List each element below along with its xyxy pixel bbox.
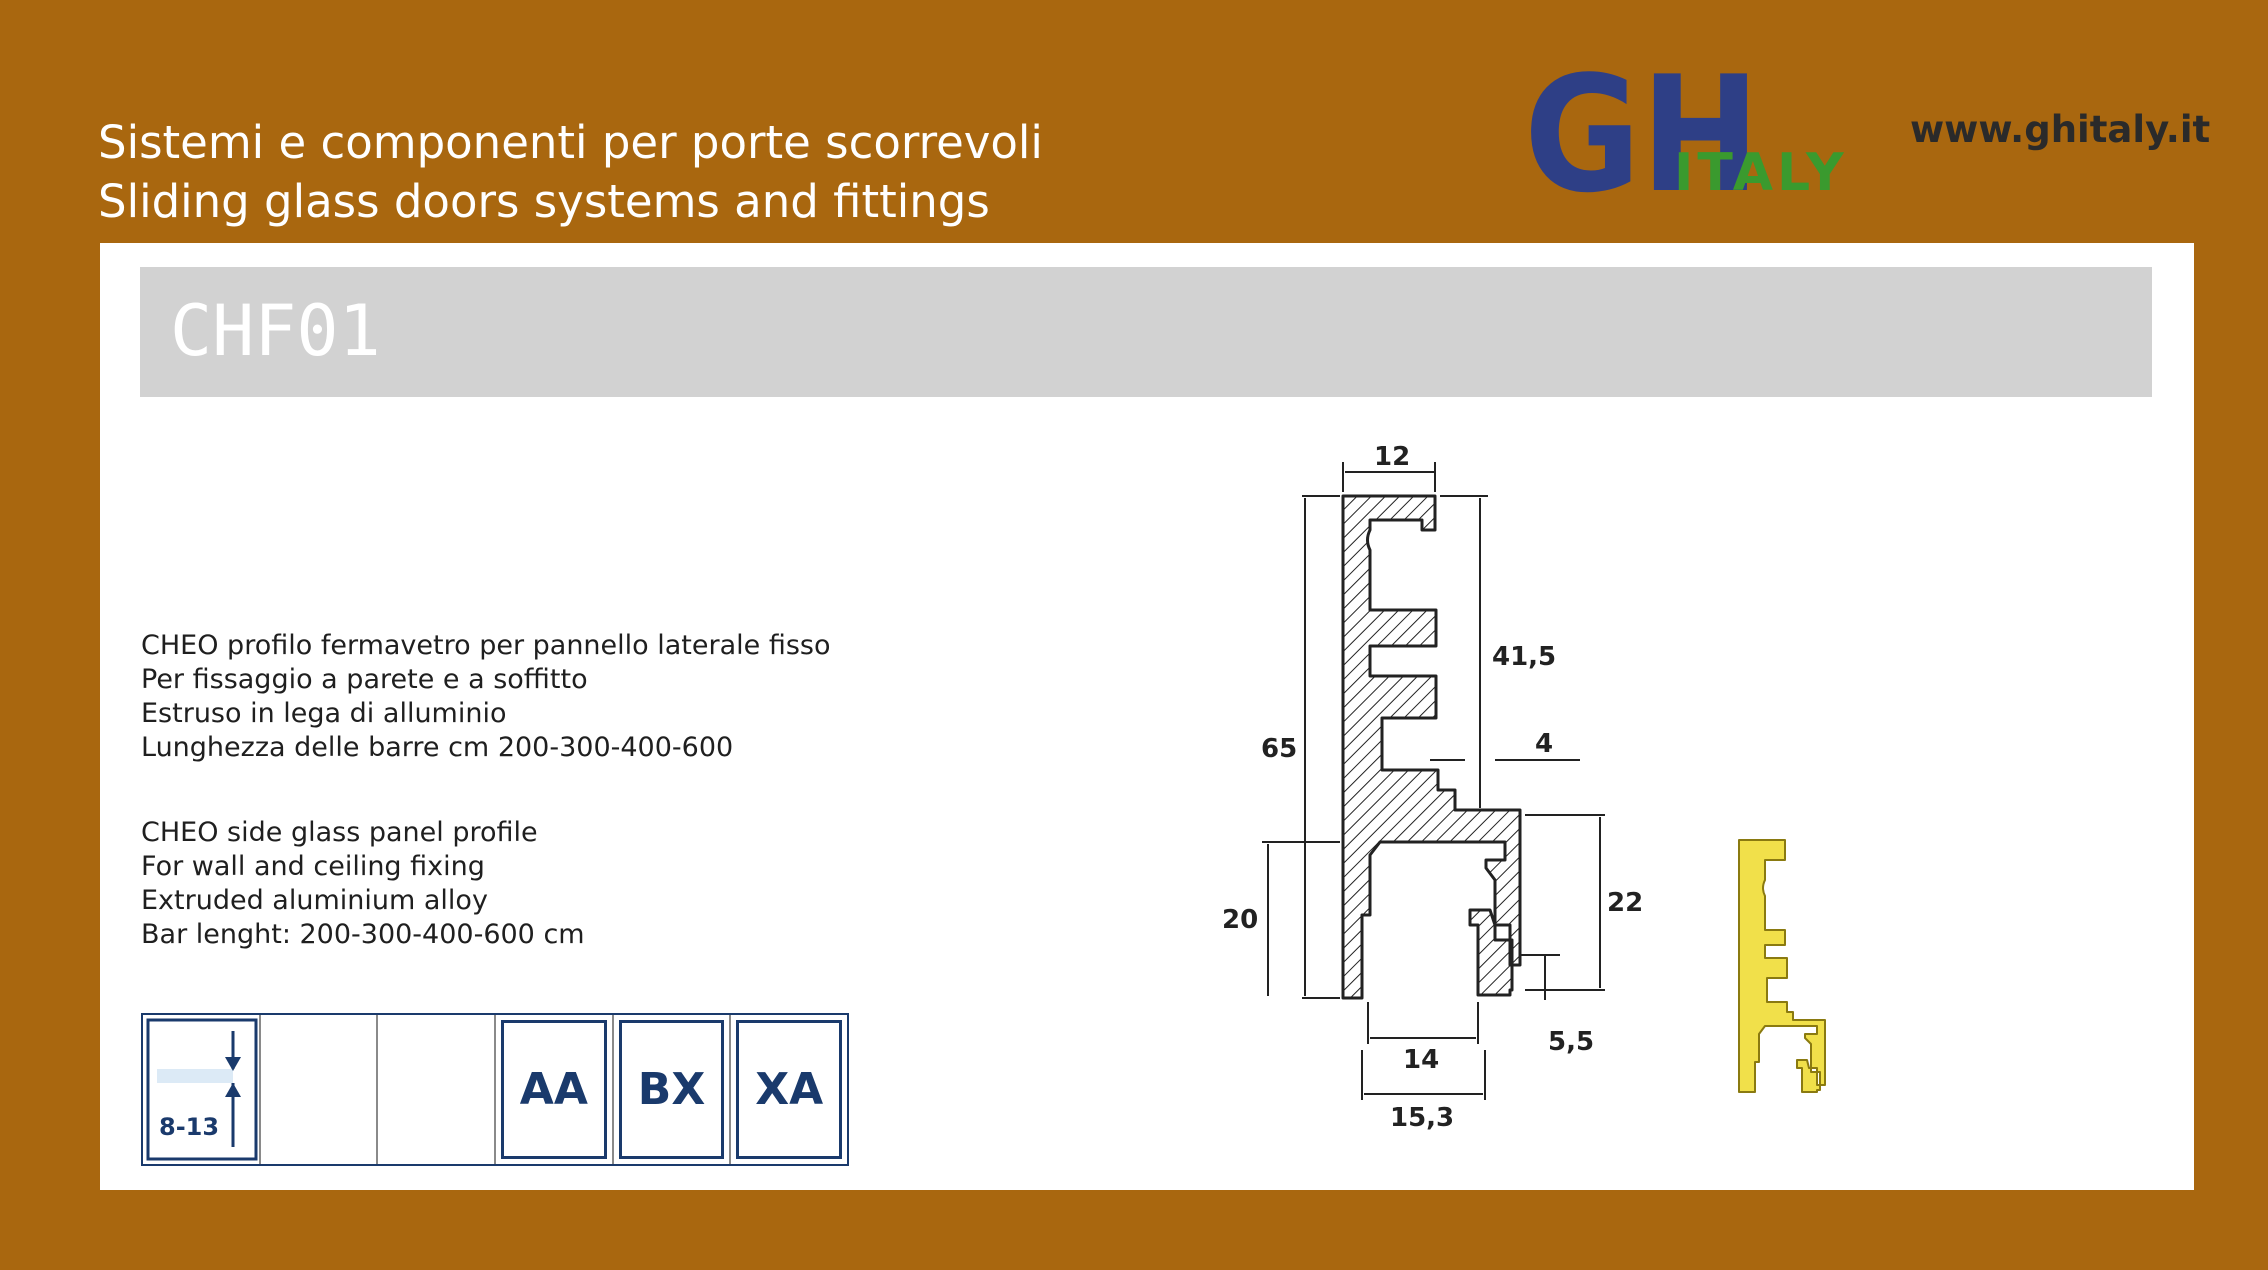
desc-it-line: Per fissaggio a parete e a soffitto bbox=[141, 664, 588, 695]
dim-65: 65 bbox=[1261, 734, 1297, 764]
desc-it-line: Lunghezza delle barre cm 200-300-400-600 bbox=[141, 732, 734, 763]
desc-en-line: For wall and ceiling fixing bbox=[141, 851, 485, 882]
description-english: CHEO side glass panel profile For wall a… bbox=[141, 816, 585, 952]
logo-main-text: GH bbox=[1524, 66, 1760, 196]
logo-sub-text: ITALY bbox=[1674, 143, 1848, 196]
title-bar: CHF01 bbox=[140, 267, 2152, 397]
product-code: CHF01 bbox=[170, 290, 381, 372]
desc-en-line: Extruded aluminium alloy bbox=[141, 885, 488, 916]
finish-xa-cell: XA bbox=[731, 1015, 847, 1164]
desc-it-line: Estruso in lega di alluminio bbox=[141, 698, 507, 729]
dim-14: 14 bbox=[1403, 1045, 1439, 1075]
glass-thickness-value: 8-13 bbox=[159, 1113, 219, 1141]
empty-cell bbox=[261, 1015, 379, 1164]
ghitaly-logo[interactable]: GH ITALY bbox=[1524, 66, 1884, 196]
glass-thickness-cell: 8-13 bbox=[143, 1015, 261, 1164]
dim-22: 22 bbox=[1607, 888, 1643, 918]
glass-thickness-icon: 8-13 bbox=[146, 1018, 258, 1161]
spec-cells: 8-13 AA BX XA bbox=[141, 1013, 849, 1166]
description-italian: CHEO profilo fermavetro per pannello lat… bbox=[141, 629, 831, 765]
finish-aa-label: AA bbox=[501, 1020, 607, 1159]
dim-5-5: 5,5 bbox=[1548, 1027, 1594, 1057]
finish-bx-cell: BX bbox=[614, 1015, 732, 1164]
website-link[interactable]: www.ghitaly.it bbox=[1910, 108, 2211, 151]
finish-xa-label: XA bbox=[736, 1020, 843, 1159]
dim-15-3: 15,3 bbox=[1390, 1103, 1454, 1133]
header-line-english: Sliding glass doors systems and fittings bbox=[98, 175, 990, 228]
header-line-italian: Sistemi e componenti per porte scorrevol… bbox=[98, 116, 1043, 169]
product-panel: CHF01 CHEO profilo fermavetro per pannel… bbox=[100, 243, 2194, 1190]
empty-cell bbox=[378, 1015, 497, 1164]
dim-4: 4 bbox=[1535, 729, 1553, 759]
dim-20: 20 bbox=[1222, 905, 1258, 935]
profile-yellow-preview bbox=[1738, 839, 1826, 1093]
desc-en-line: CHEO side glass panel profile bbox=[141, 817, 538, 848]
dim-12: 12 bbox=[1374, 442, 1410, 472]
finish-bx-label: BX bbox=[618, 1020, 725, 1159]
desc-en-line: Bar lenght: 200-300-400-600 cm bbox=[141, 919, 585, 950]
finish-aa-cell: AA bbox=[496, 1015, 614, 1164]
profile-section bbox=[1341, 494, 1522, 1000]
dim-41-5: 41,5 bbox=[1492, 642, 1556, 672]
desc-it-line: CHEO profilo fermavetro per pannello lat… bbox=[141, 630, 831, 661]
profile-technical-drawing: 12 65 41,5 4 22 20 14 15,3 5,5 bbox=[1222, 442, 1643, 1133]
